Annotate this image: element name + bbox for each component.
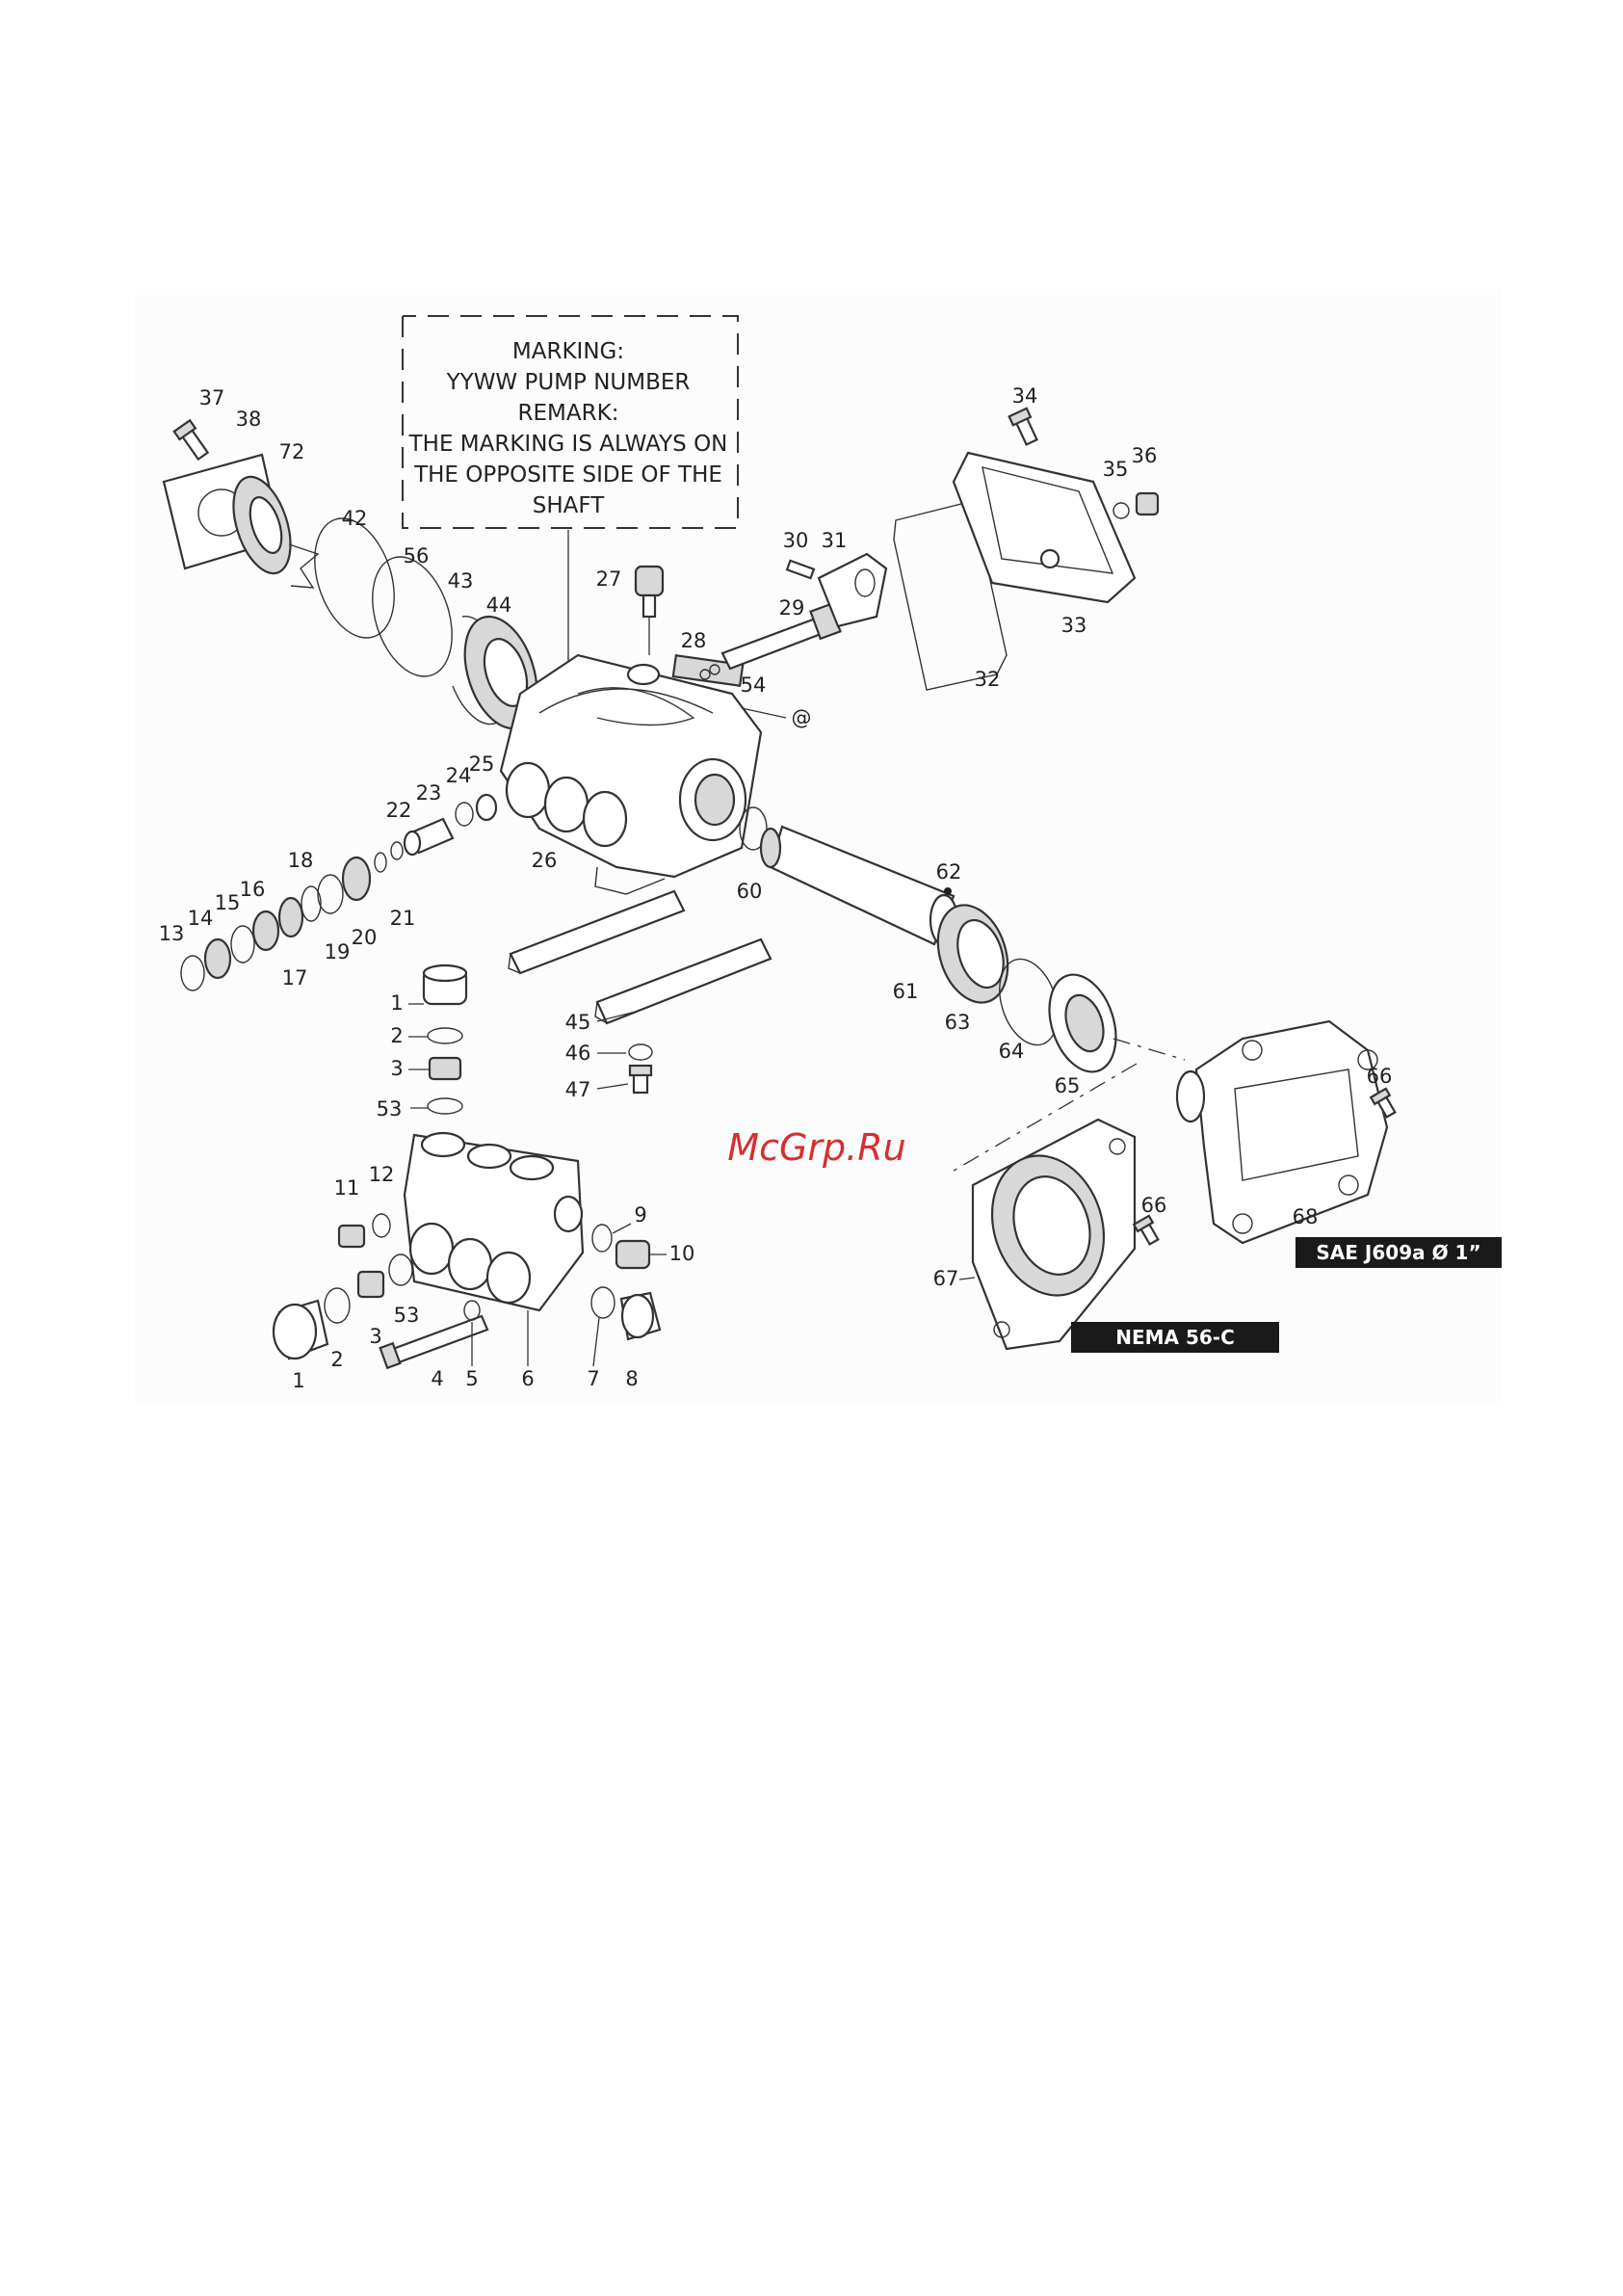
callout-18: 18 (288, 849, 314, 872)
callout-3-lower: 3 (369, 1325, 381, 1348)
sae-badge-text: SAE J609a Ø 1” (1316, 1241, 1480, 1264)
callout-17: 17 (282, 966, 308, 990)
callout-60: 60 (737, 880, 763, 903)
callout-35: 35 (1103, 458, 1129, 481)
marking-note-line-1: MARKING: (512, 339, 624, 364)
callout-64: 64 (999, 1040, 1025, 1063)
callout-10: 10 (669, 1242, 695, 1265)
callout-30: 30 (783, 529, 809, 552)
marking-note-line-4: THE MARKING IS ALWAYS ON (408, 432, 728, 457)
callout-6: 6 (521, 1367, 534, 1390)
callout-12: 12 (369, 1163, 395, 1186)
callout-37: 37 (199, 386, 225, 409)
seal-16 (253, 911, 278, 950)
callout-43: 43 (448, 569, 474, 593)
plug-1-upper-top (424, 965, 466, 981)
callout-2-lower: 2 (330, 1348, 343, 1371)
callout-68: 68 (1293, 1205, 1319, 1228)
plug-11 (339, 1226, 364, 1247)
nema-badge: NEMA 56-C (1071, 1322, 1279, 1353)
callout-34: 34 (1012, 384, 1038, 408)
callout-33: 33 (1061, 614, 1087, 637)
callout-38: 38 (236, 408, 262, 431)
nema-badge-text: NEMA 56-C (1115, 1326, 1235, 1349)
callout-63: 63 (945, 1011, 971, 1034)
callout-53-lower: 53 (394, 1304, 420, 1327)
callout-2-upper: 2 (390, 1024, 403, 1047)
seal-20 (343, 858, 370, 900)
callout-66-lower: 66 (1141, 1194, 1167, 1217)
marking-note-line-3: REMARK: (518, 401, 619, 426)
callout-4: 4 (431, 1367, 443, 1390)
washer-25 (477, 795, 496, 820)
callout-45: 45 (565, 1011, 591, 1034)
seal-14 (205, 939, 230, 978)
callout-3-upper: 3 (390, 1057, 403, 1080)
callout-62: 62 (936, 860, 962, 884)
callout-11: 11 (334, 1176, 360, 1200)
callout-46: 46 (565, 1042, 591, 1065)
callout-5: 5 (465, 1367, 478, 1390)
manifold-6 (405, 1133, 583, 1310)
callout-20: 20 (352, 926, 378, 949)
callout-15: 15 (215, 891, 241, 914)
callout-7: 7 (587, 1367, 599, 1390)
callout-42: 42 (342, 507, 368, 530)
callout-56: 56 (404, 544, 430, 567)
watermark: McGrp.Ru (727, 1126, 905, 1169)
callout-1-lower: 1 (292, 1369, 304, 1392)
callout-19: 19 (325, 940, 351, 963)
callout-61: 61 (893, 980, 919, 1003)
callout-13: 13 (159, 922, 185, 945)
callout-32: 32 (975, 668, 1001, 691)
marking-note-line-5: THE OPPOSITE SIDE OF THE (413, 462, 722, 488)
callout-65: 65 (1055, 1074, 1081, 1097)
callout-at: @ (792, 706, 812, 729)
screw-47 (630, 1066, 651, 1093)
callout-9: 9 (634, 1203, 646, 1227)
callout-8: 8 (625, 1367, 638, 1390)
callout-66-upper: 66 (1367, 1065, 1393, 1088)
callout-36: 36 (1132, 444, 1158, 467)
callout-53-upper: 53 (377, 1097, 403, 1121)
callout-16: 16 (240, 878, 266, 901)
callout-24: 24 (446, 764, 472, 787)
callout-25: 25 (469, 752, 495, 776)
callout-22: 22 (386, 799, 412, 822)
callout-28: 28 (681, 629, 707, 652)
callout-72: 72 (279, 440, 305, 463)
marking-note-line-2: YYWW PUMP NUMBER (446, 370, 691, 395)
callout-27: 27 (596, 567, 622, 591)
valve-3-upper (430, 1058, 460, 1079)
valve-3-lower (358, 1272, 383, 1297)
callout-21: 21 (390, 907, 416, 930)
callout-47: 47 (565, 1078, 591, 1101)
callout-31: 31 (822, 529, 848, 552)
callout-67: 67 (933, 1267, 959, 1290)
callout-26: 26 (532, 849, 558, 872)
seal-17 (279, 898, 302, 937)
marking-note-line-6: SHAFT (533, 493, 605, 518)
callout-14: 14 (188, 907, 214, 930)
piston-23-end (405, 831, 420, 855)
sae-badge: SAE J609a Ø 1” (1296, 1237, 1502, 1268)
callout-1-upper: 1 (390, 991, 403, 1015)
key-62 (944, 887, 952, 895)
plug-10 (616, 1241, 649, 1268)
callout-54: 54 (741, 673, 767, 697)
plug-36 (1137, 493, 1158, 515)
callout-29: 29 (779, 596, 805, 620)
callout-23: 23 (416, 781, 442, 805)
callout-44: 44 (486, 594, 512, 617)
